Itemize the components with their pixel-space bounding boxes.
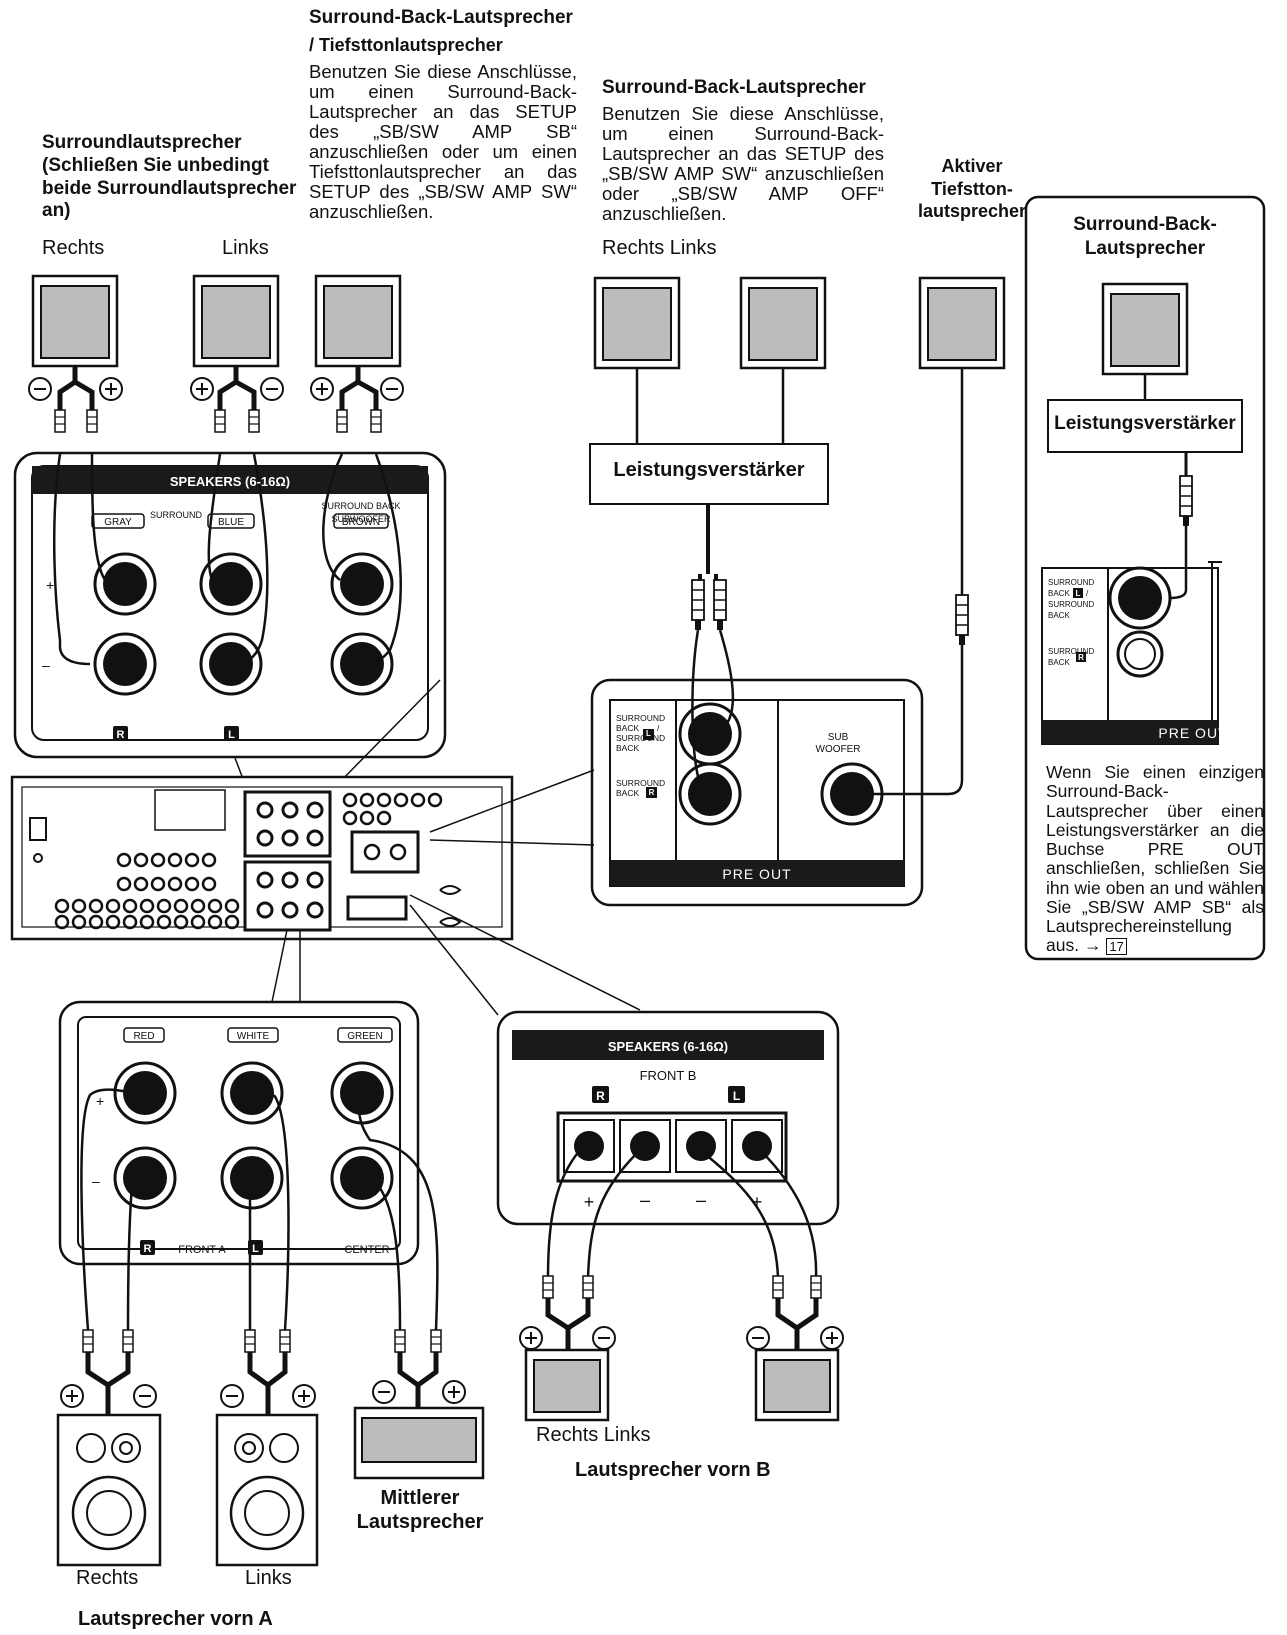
sb-l-text-1: SURROUND	[616, 713, 665, 723]
front-b-label: FRONT B	[640, 1068, 697, 1083]
minus-label: –	[42, 657, 50, 673]
sb-speaker-right	[593, 276, 681, 444]
sb-sw-heading-2: / Tiefsttonlautsprecher	[309, 35, 503, 55]
sb-l-text-5: BACK	[616, 743, 639, 753]
sb-label: SURROUND BACK	[321, 501, 400, 511]
surround-back-subwoofer-speaker	[310, 274, 404, 433]
front-b-plus-1: +	[584, 1192, 595, 1212]
sidebar-sb-2: BACK	[1048, 589, 1070, 598]
power-amplifier-label: Leistungsverstärker	[613, 459, 805, 481]
front-a-label: FRONT A	[178, 1244, 226, 1256]
sb-heading: Surround-Back-Lautsprecher	[602, 77, 866, 98]
sidebar-description-text: Wenn Sie einen einzigen Surround-Back-La…	[1046, 762, 1264, 956]
brown-tag: BROWN	[342, 517, 380, 528]
front-a-r-marker: R	[144, 1243, 152, 1255]
front-a-cables	[80, 1088, 439, 1331]
front-b-l-marker: L	[733, 1089, 740, 1103]
center-label: CENTER	[344, 1244, 389, 1256]
speakers-surround-panel	[13, 451, 447, 759]
sidebar-sb-1: SURROUND	[1048, 578, 1094, 587]
front-a-right-speaker	[56, 1329, 162, 1567]
front-b-minus-2: –	[696, 1190, 706, 1210]
receiver-rear-panel	[10, 775, 514, 941]
sidebar-heading: Surround-Back-Lautsprecher	[1073, 214, 1217, 259]
speakers-b-title: SPEAKERS (6-16Ω)	[608, 1039, 728, 1054]
surround-left-label: Links	[222, 237, 269, 259]
power-amplifier-box	[589, 443, 829, 505]
sidebar-pre-out-label: PRE OUT	[1158, 725, 1227, 741]
sidebar-r-marker: R	[1078, 653, 1084, 662]
white-tag: WHITE	[237, 1031, 270, 1042]
front-b-heading: Lautsprecher vorn B	[575, 1459, 771, 1481]
front-a-l-marker: L	[252, 1243, 259, 1255]
sidebar-sb-4: SURROUND	[1048, 600, 1094, 609]
sb-speaker-left	[739, 276, 827, 444]
front-b-right-speaker	[519, 1275, 616, 1422]
green-tag: GREEN	[347, 1031, 383, 1042]
sub-text-2: WOOFER	[816, 744, 861, 755]
page-ref: 17	[1106, 938, 1127, 956]
front-a-right-label: Rechts	[76, 1567, 139, 1589]
front-b-left-speaker	[746, 1275, 844, 1422]
front-a-minus: –	[92, 1173, 100, 1189]
right-marker: R	[117, 729, 125, 741]
sidebar-l-marker: L	[1076, 589, 1081, 598]
front-a-left-label: Links	[245, 1567, 292, 1589]
surround-speaker-right	[28, 274, 123, 433]
surround-speaker-left	[190, 274, 284, 433]
surround-label: SURROUND	[150, 510, 203, 520]
plus-label: +	[46, 577, 54, 593]
sidebar-sb-5: BACK	[1048, 611, 1070, 620]
surround-right-label: Rechts	[42, 237, 105, 259]
sb-sw-description: Benutzen Sie diese Anschlüsse, um einen …	[309, 61, 577, 222]
sb-r-marker: R	[649, 788, 655, 797]
sidebar-description: Wenn Sie einen einzigen Surround-Back-La…	[1046, 762, 1264, 956]
sidebar-sb-3: /	[1086, 589, 1089, 598]
front-b-r-marker: R	[596, 1089, 605, 1103]
surround-heading: Surroundlautsprecher (Schließen Sie unbe…	[42, 132, 297, 222]
active-subwoofer-label: Aktiver Tiefstton-lautsprecher	[917, 156, 1027, 221]
sb-sw-heading: Surround-Back-Lautsprecher	[309, 7, 573, 28]
sb-right-left-label: Rechts Links	[602, 237, 717, 259]
front-a-left-speaker	[215, 1329, 319, 1567]
sub-text-1: SUB	[828, 732, 849, 743]
front-b-minus-1: –	[640, 1190, 650, 1210]
red-tag: RED	[133, 1031, 154, 1042]
front-a-heading: Lautsprecher vorn A	[78, 1608, 273, 1630]
sb-l-text-3: /	[657, 723, 660, 733]
sb-l-text-2: BACK	[616, 723, 639, 733]
front-b-plus-2: +	[752, 1192, 763, 1212]
sidebar-sb-r-1: SURROUND	[1048, 647, 1094, 656]
front-b-panel	[496, 1010, 840, 1226]
subwoofer-label: SUBWOOFER	[331, 514, 391, 524]
sidebar-amplifier-label: Leistungsverstärker	[1054, 413, 1236, 434]
sidebar-sb-r-2: BACK	[1048, 658, 1070, 667]
gray-tag: GRAY	[104, 517, 132, 528]
sb-l-marker: L	[646, 729, 651, 738]
left-marker: L	[228, 729, 235, 741]
blue-tag: BLUE	[218, 517, 244, 528]
front-a-panel	[58, 1000, 420, 1266]
sb-r-text-2: BACK	[616, 788, 639, 798]
front-a-plus: +	[96, 1093, 104, 1109]
pre-out-label: PRE OUT	[722, 866, 791, 882]
front-b-right-left-label: Rechts Links	[536, 1424, 651, 1446]
active-subwoofer	[918, 276, 1006, 646]
center-speaker-heading: Mittlerer Lautsprecher	[356, 1487, 484, 1533]
front-b-cables	[546, 1149, 818, 1279]
sb-description: Benutzen Sie diese Anschlüsse, um einen …	[602, 103, 884, 224]
speakers-surround-title: SPEAKERS (6-16Ω)	[170, 474, 290, 489]
pre-out-panel	[590, 678, 924, 907]
center-speaker	[353, 1329, 485, 1480]
sb-l-text-4: SURROUND	[616, 733, 665, 743]
surround-cables	[52, 453, 402, 666]
sb-r-text-1: SURROUND	[616, 778, 665, 788]
sidebar-box	[1024, 195, 1266, 961]
